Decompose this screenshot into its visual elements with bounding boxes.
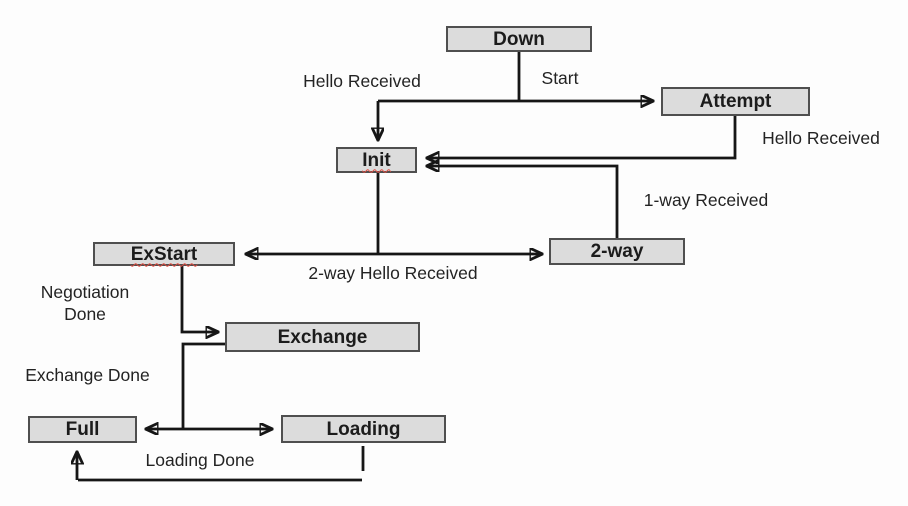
- state-box-2way: 2-way: [549, 238, 685, 265]
- state-box-exstart: ExStart: [93, 242, 235, 266]
- edge-exstart-to-exchange: [180, 266, 218, 332]
- state-box-loading: Loading: [281, 415, 446, 443]
- transition-label-hello-received-attempt: Hello Received: [762, 128, 880, 148]
- state-box-exchange: Exchange: [225, 322, 420, 352]
- state-label-2way: 2-way: [590, 241, 644, 262]
- edge-exchange-done: [181, 342, 225, 429]
- transition-label-1way-received: 1-way Received: [643, 190, 769, 210]
- state-box-init: Init: [336, 147, 417, 173]
- state-box-down: Down: [446, 26, 592, 52]
- state-box-full: Full: [28, 416, 137, 443]
- edge-attempt-to-init: [427, 116, 737, 158]
- transition-label-2way-hello-received: 2-way Hello Received: [308, 263, 478, 283]
- transition-label-negotiation-done: Negotiation Done: [40, 282, 130, 324]
- edge-twoway-to-init: [427, 166, 619, 238]
- transition-label-hello-received-top: Hello Received: [303, 71, 421, 91]
- transition-label-loading-done: Loading Done: [145, 450, 255, 470]
- state-label-init: Init: [362, 149, 391, 171]
- state-label-exstart: ExStart: [130, 243, 198, 265]
- transition-label-start: Start: [541, 68, 579, 88]
- state-label-exchange: Exchange: [277, 326, 368, 348]
- state-label-down: Down: [493, 28, 545, 50]
- state-label-full: Full: [65, 419, 100, 440]
- state-label-loading: Loading: [326, 418, 401, 440]
- state-box-attempt: Attempt: [661, 87, 810, 116]
- state-label-attempt: Attempt: [699, 91, 772, 112]
- transition-label-exchange-done: Exchange Done: [25, 365, 150, 385]
